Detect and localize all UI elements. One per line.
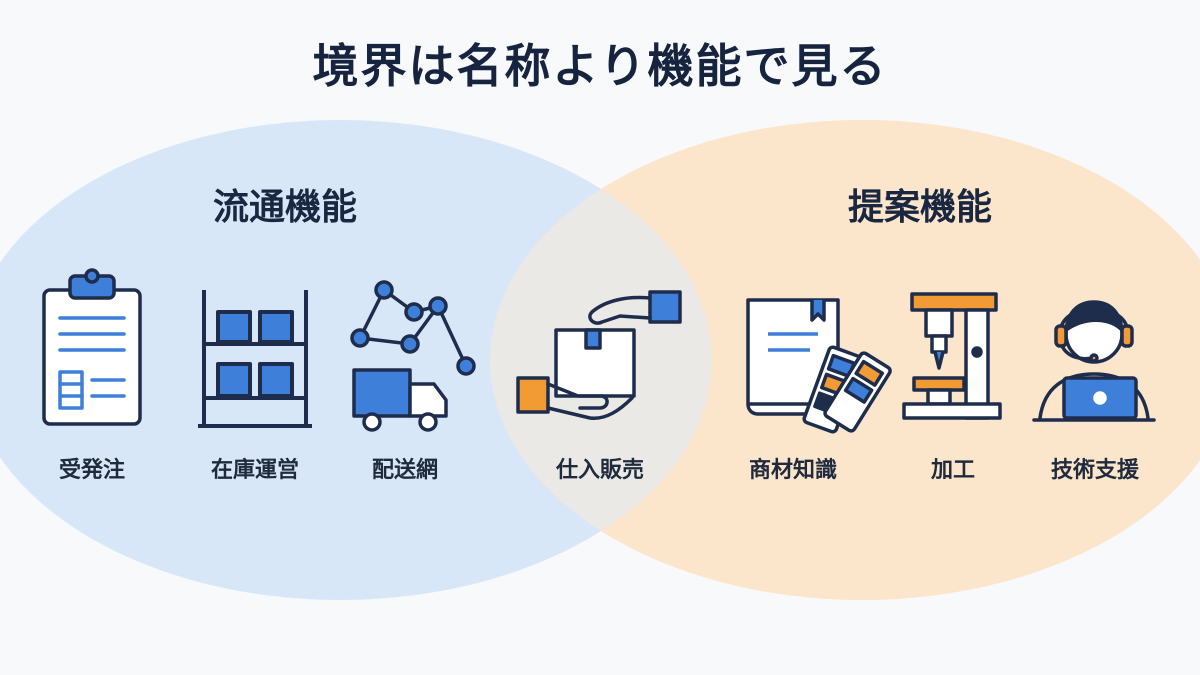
handover-box-icon — [516, 290, 682, 420]
item-label-product-knowledge: 商材知識 — [748, 458, 837, 483]
item-label-delivery: 配送網 — [371, 458, 438, 483]
right-group-heading: 提案機能 — [847, 187, 992, 228]
left-ellipse — [0, 120, 712, 600]
delivery-network-icon — [350, 280, 476, 432]
item-label-inventory: 在庫運営 — [210, 458, 299, 483]
page-title: 境界は名称より機能で見る — [312, 39, 888, 93]
item-label-processing: 加工 — [930, 458, 975, 483]
catalog-book-icon — [746, 298, 892, 434]
item-label-ordering: 受発注 — [58, 458, 125, 483]
drill-press-icon — [902, 292, 1002, 420]
item-label-purchase-sales: 仕入販売 — [555, 458, 644, 483]
clipboard-icon — [42, 268, 142, 426]
item-label-tech-support: 技術支援 — [1050, 458, 1139, 483]
warehouse-shelf-icon — [198, 290, 312, 428]
support-agent-icon — [1032, 300, 1156, 422]
left-group-heading: 流通機能 — [212, 187, 357, 228]
